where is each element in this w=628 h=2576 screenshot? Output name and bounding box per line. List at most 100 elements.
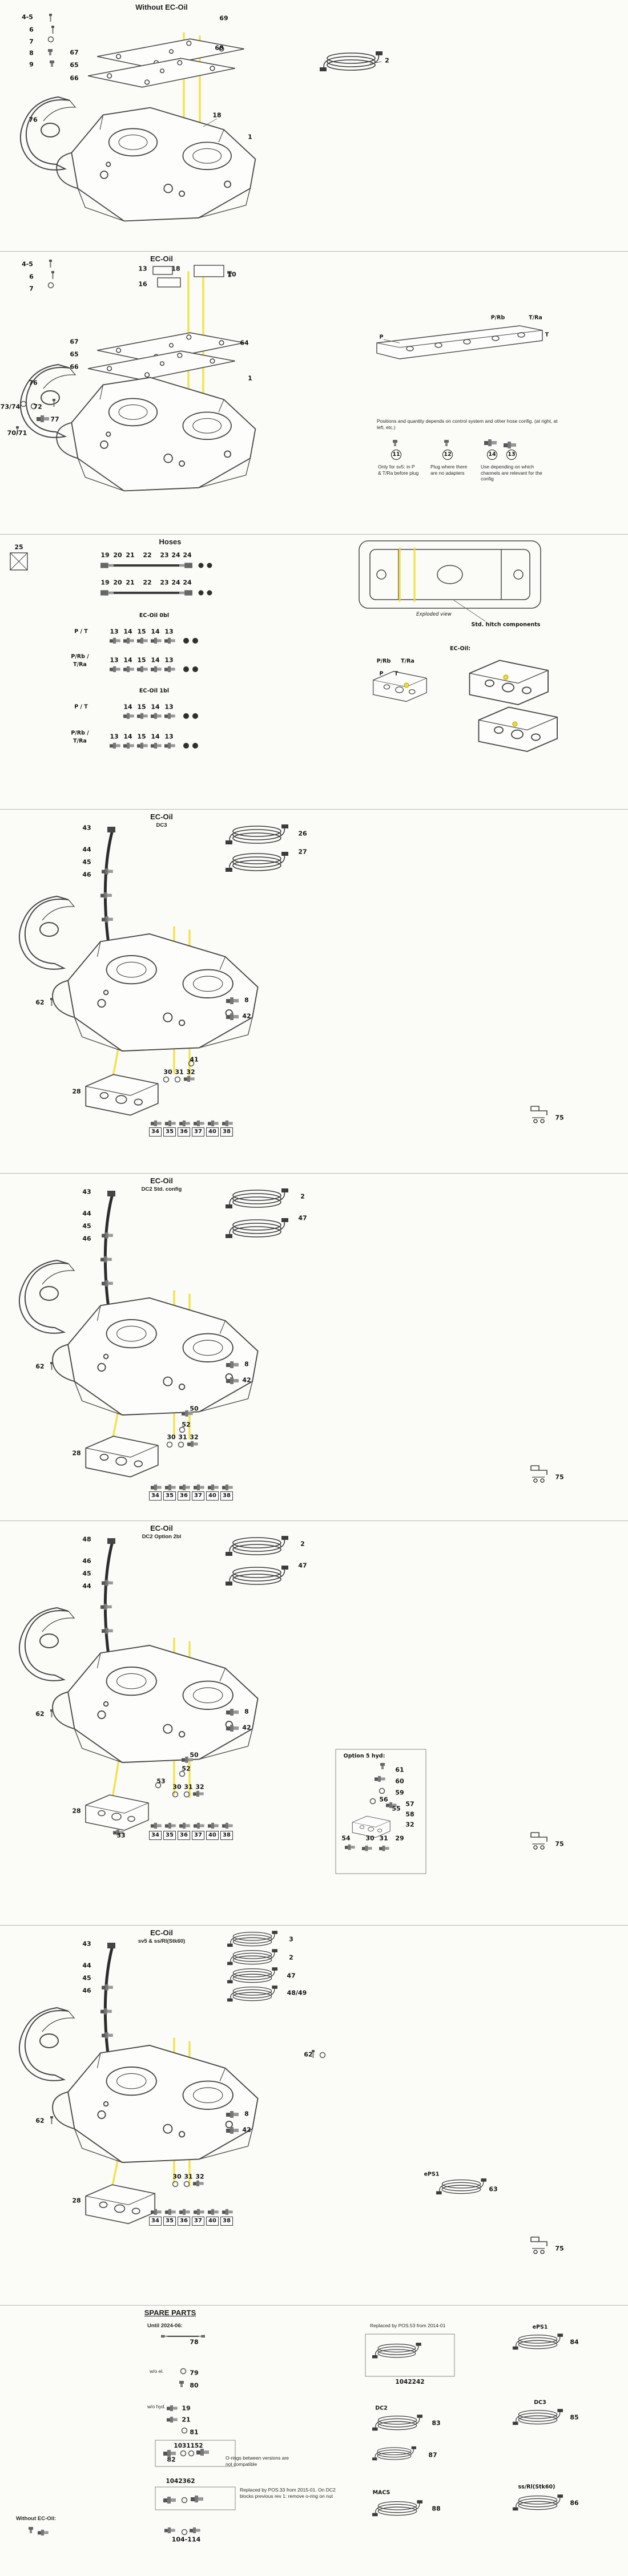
bolt-drawing bbox=[51, 26, 54, 34]
fitting-drawing bbox=[194, 1822, 204, 1829]
leader-line bbox=[453, 600, 486, 622]
fitting-drawing bbox=[102, 916, 113, 923]
highlight-dot bbox=[512, 721, 518, 727]
hose-coil-drawing bbox=[227, 1948, 278, 1966]
fitting-drawing bbox=[151, 637, 162, 644]
section-title: EC-Oil bbox=[150, 1928, 173, 1937]
hose-coil-drawing bbox=[436, 2178, 487, 2195]
fitting-drawing bbox=[107, 1943, 115, 1948]
hose-coil-drawing bbox=[319, 51, 383, 72]
marker-dot bbox=[183, 713, 189, 719]
fitting-drawing bbox=[194, 2209, 204, 2215]
plug-drawing bbox=[48, 49, 53, 55]
diagram-art-ec-oil bbox=[16, 260, 543, 492]
bracket-drawing bbox=[530, 1832, 548, 1850]
fitting-drawing bbox=[107, 1538, 115, 1544]
fitting-drawing bbox=[222, 1822, 233, 1829]
plug-drawing bbox=[380, 1763, 385, 1769]
fitting-drawing bbox=[113, 1829, 124, 1836]
hose-coil-drawing bbox=[512, 2333, 563, 2350]
fitting-drawing bbox=[179, 2209, 190, 2215]
jaw-drawing bbox=[18, 2007, 75, 2081]
plug-drawing bbox=[50, 60, 54, 67]
fitting-drawing bbox=[102, 2032, 113, 2039]
fitting-drawing bbox=[208, 2209, 219, 2215]
diagram-art-dc2-std bbox=[18, 1188, 548, 1491]
bracket-drawing bbox=[530, 1465, 548, 1483]
section-ec-oil-dc2-option-2bl: EC-Oil DC2 Option 2bl bbox=[0, 1520, 628, 1925]
section-title: Without EC-Oil bbox=[135, 3, 188, 11]
marker-dot bbox=[198, 563, 204, 568]
section-subtitle: DC2 Std. config bbox=[141, 1186, 182, 1192]
plug-drawing bbox=[227, 271, 232, 277]
fitting-drawing bbox=[163, 2497, 176, 2504]
fitting-drawing bbox=[379, 1845, 389, 1851]
marker-dot bbox=[183, 666, 189, 672]
o-ring-drawing bbox=[47, 282, 54, 289]
bolt-drawing bbox=[50, 998, 53, 1006]
fitting-drawing bbox=[165, 1484, 176, 1491]
fitting-drawing bbox=[100, 2008, 112, 2015]
part-box bbox=[365, 2334, 455, 2377]
fitting-drawing bbox=[222, 2209, 233, 2215]
fitting-drawing bbox=[194, 1120, 204, 1127]
connector-block-drawing bbox=[469, 660, 549, 705]
diagram-art-dc3 bbox=[18, 824, 548, 1127]
fitting-drawing bbox=[190, 2527, 200, 2534]
marker-dot bbox=[192, 638, 198, 644]
jaw-drawing bbox=[18, 896, 75, 970]
fitting-drawing bbox=[123, 637, 134, 644]
fitting-drawing bbox=[484, 439, 497, 446]
fitting-drawing bbox=[102, 868, 113, 875]
fitting-drawing bbox=[208, 1120, 219, 1127]
hose-coil-drawing bbox=[227, 1930, 278, 1947]
o-ring-drawing bbox=[172, 2181, 179, 2187]
bolt-drawing bbox=[49, 260, 52, 268]
valve-block-drawing bbox=[85, 2184, 156, 2225]
coupler-body-drawing bbox=[52, 1644, 259, 1764]
section-subtitle: sv5 & ss/Rl(Stk60) bbox=[138, 1938, 186, 1944]
fitting-drawing bbox=[110, 742, 120, 749]
fitting-drawing bbox=[151, 1822, 162, 1829]
fitting-drawing bbox=[151, 713, 162, 719]
option-box bbox=[335, 1749, 426, 1874]
plug-drawing bbox=[393, 440, 397, 446]
fitting-drawing bbox=[123, 713, 134, 719]
hose-coil-drawing bbox=[512, 2408, 563, 2425]
fitting-drawing bbox=[184, 1075, 195, 1082]
jaw-drawing bbox=[18, 1607, 75, 1681]
hose-coil-drawing bbox=[225, 824, 289, 845]
fitting-drawing bbox=[386, 1802, 397, 1809]
diagram-art-without-ec-oil bbox=[19, 14, 383, 222]
fitting-drawing bbox=[179, 1120, 190, 1127]
fitting-drawing bbox=[164, 666, 175, 673]
fitting-drawing bbox=[110, 666, 120, 673]
fitting-drawing bbox=[179, 1822, 190, 1829]
fitting-drawing bbox=[504, 442, 516, 448]
bolt-drawing bbox=[50, 1362, 53, 1370]
fitting-drawing bbox=[164, 713, 175, 719]
diagram-art-spare-parts bbox=[29, 2333, 563, 2536]
fitting-drawing bbox=[222, 1484, 233, 1491]
fitting-drawing bbox=[137, 742, 148, 749]
hose-coil-drawing bbox=[372, 2414, 423, 2431]
fitting-drawing bbox=[375, 1776, 385, 1782]
fitting-drawing bbox=[38, 2529, 49, 2536]
fitting-drawing bbox=[345, 1844, 355, 1850]
o-ring-drawing bbox=[181, 2497, 188, 2504]
leader-line bbox=[383, 339, 400, 343]
plug-drawing bbox=[179, 2381, 184, 2387]
hose-coil-drawing bbox=[372, 2446, 417, 2461]
valve-block-drawing bbox=[85, 1794, 149, 1831]
plug-drawing bbox=[29, 2527, 33, 2533]
fitting-drawing bbox=[100, 892, 112, 899]
fitting-drawing bbox=[179, 1484, 190, 1491]
fitting-drawing bbox=[208, 1822, 219, 1829]
valve-block-drawing bbox=[85, 1074, 159, 1116]
seal-kit-drawing bbox=[10, 552, 28, 571]
hose-coil-drawing bbox=[225, 1565, 289, 1586]
hose-drawing bbox=[100, 563, 192, 568]
marker-dot bbox=[207, 590, 212, 596]
